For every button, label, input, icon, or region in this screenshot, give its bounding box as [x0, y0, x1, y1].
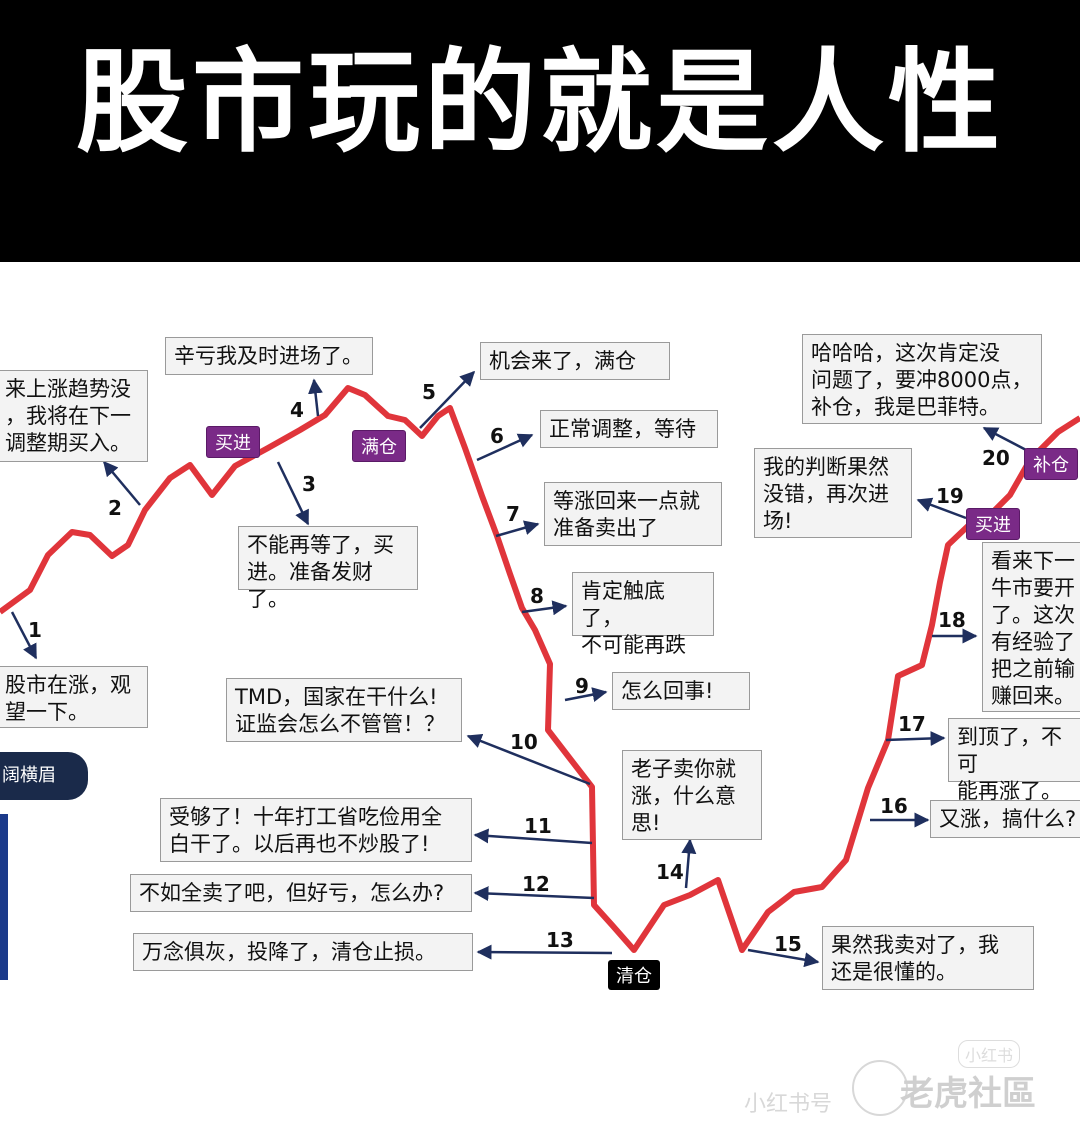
step-box-13: 万念俱灰，投降了，清仓止损。 — [133, 933, 473, 971]
arrow-4 — [308, 378, 323, 417]
arrow-12 — [473, 886, 595, 902]
step-box-1: 股市在涨，观 望一下。 — [0, 666, 148, 728]
watermark-text-2: 老虎社區 — [900, 1074, 1036, 1114]
arrow-14 — [681, 838, 697, 889]
step-box-16: 又涨，搞什么? — [930, 800, 1080, 838]
step-number-17: 17 — [898, 712, 926, 736]
arrow-20 — [982, 426, 1031, 454]
arrow-10 — [466, 733, 591, 786]
step-number-3: 3 — [302, 472, 316, 496]
step-number-1: 1 — [28, 618, 42, 642]
step-box-7: 等涨回来一点就 准备卖出了 — [544, 482, 722, 546]
step-box-18: 看来下一 牛市要开 了。这次 有经验了 把之前输 赚回来。 — [982, 542, 1080, 712]
title-banner: 股市玩的就是人性 — [0, 0, 1080, 262]
step-number-14: 14 — [656, 860, 684, 884]
arrow-9 — [564, 687, 608, 702]
arrow-2 — [103, 460, 141, 506]
step-box-11: 受够了！十年打工省吃俭用全 白干了。以后再也不炒股了! — [160, 798, 472, 862]
step-number-19: 19 — [936, 484, 964, 508]
tag-clear-position: 清仓 — [608, 960, 660, 990]
step-number-20: 20 — [982, 446, 1010, 470]
step-box-4: 辛亏我及时进场了。 — [165, 337, 373, 375]
step-number-11: 11 — [524, 814, 552, 838]
step-box-6: 正常调整，等待 — [540, 410, 718, 448]
step-box-17: 到顶了，不可 能再涨了。 — [948, 718, 1080, 803]
tag-full-position: 满仓 — [352, 430, 406, 462]
tag-buy-2: 买进 — [966, 508, 1020, 540]
step-box-2: 来上涨趋势没 ，我将在下一 调整期买入。 — [0, 370, 148, 462]
arrow-5 — [419, 370, 476, 429]
step-box-5: 机会来了，满仓 — [480, 342, 670, 380]
tag-add-position: 补仓 — [1024, 448, 1078, 480]
price-curve — [0, 385, 1080, 953]
watermark-logo-icon — [852, 1060, 908, 1116]
step-number-6: 6 — [490, 424, 504, 448]
arrow-1 — [10, 611, 38, 660]
watermark-badge: 小红书 — [958, 1040, 1021, 1068]
arrow-8 — [521, 600, 568, 616]
step-box-9: 怎么回事! — [612, 672, 750, 710]
step-number-12: 12 — [522, 872, 550, 896]
arrow-11 — [473, 828, 593, 845]
side-label: 阔横眉 — [0, 752, 88, 800]
step-number-4: 4 — [290, 398, 304, 422]
arrow-7 — [495, 520, 540, 538]
step-number-16: 16 — [880, 794, 908, 818]
step-number-7: 7 — [506, 502, 520, 526]
arrow-3 — [276, 461, 310, 526]
arrow-6 — [476, 433, 534, 462]
step-number-13: 13 — [546, 928, 574, 952]
step-number-15: 15 — [774, 932, 802, 956]
step-box-20: 哈哈哈，这次肯定没 问题了，要冲8000点， 补仓，我是巴菲特。 — [802, 334, 1042, 424]
step-number-5: 5 — [422, 380, 436, 404]
step-number-9: 9 — [575, 674, 589, 698]
step-box-10: TMD，国家在干什么! 证监会怎么不管管！？ — [226, 678, 462, 742]
arrow-17 — [885, 730, 946, 746]
step-box-3: 不能再等了，买 进。准备发财了。 — [238, 526, 418, 611]
page-title: 股市玩的就是人性 — [76, 38, 1004, 168]
step-number-18: 18 — [938, 608, 966, 632]
step-number-10: 10 — [510, 730, 538, 754]
watermark-text-1: 小红书号 — [744, 1092, 833, 1117]
step-box-14: 老子卖你就 涨，什么意 思! — [622, 750, 762, 840]
step-box-19: 我的判断果然 没错，再次进 场! — [754, 448, 912, 538]
arrow-13 — [476, 944, 613, 960]
side-color-block — [0, 814, 8, 980]
step-number-2: 2 — [108, 496, 122, 520]
tag-buy-1: 买进 — [206, 426, 260, 458]
step-box-8: 肯定触底了， 不可能再跌 — [572, 572, 714, 657]
step-box-15: 果然我卖对了，我 还是很懂的。 — [822, 926, 1034, 990]
step-number-8: 8 — [530, 584, 544, 608]
arrow-19 — [916, 497, 967, 520]
arrow-15 — [747, 948, 820, 968]
step-box-12: 不如全卖了吧，但好亏，怎么办? — [130, 874, 472, 912]
